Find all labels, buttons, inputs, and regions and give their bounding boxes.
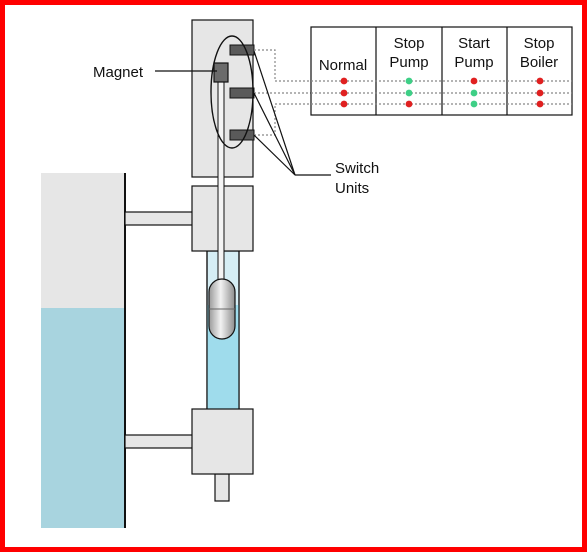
switch-leader-2	[253, 92, 296, 176]
link-top	[254, 49, 545, 82]
indicator-dot-green	[470, 89, 478, 97]
switch-leader-3	[253, 134, 296, 176]
indicator-dot-red	[470, 77, 478, 85]
indicator-dot-red	[536, 89, 544, 97]
indicator-dot-red	[340, 89, 348, 97]
upper-pipe	[124, 211, 194, 226]
switch-unit-middle	[229, 87, 255, 99]
indicator-dot-green	[470, 100, 478, 108]
switch-zone-ellipse	[210, 35, 254, 149]
col-header-stop-pump-2: Pump	[389, 54, 428, 71]
link-bottom	[254, 103, 545, 136]
switch-unit-bottom	[229, 129, 255, 141]
indicator-dot-green	[405, 89, 413, 97]
lower-pipe	[124, 434, 194, 449]
state-indicator-dots	[340, 77, 544, 108]
col-header-start-pump-1: Start	[458, 35, 491, 52]
indicator-dot-green	[405, 77, 413, 85]
col-header-stop-boiler-2: Boiler	[520, 54, 558, 71]
drain-pipe	[214, 473, 230, 502]
indicator-dot-red	[340, 100, 348, 108]
vessel-water	[41, 308, 125, 528]
col-header-start-pump-2: Pump	[454, 54, 493, 71]
switch-unit-top	[229, 44, 255, 56]
col-header-stop-boiler-1: Stop	[524, 35, 555, 52]
diagram-canvas: Magnet Switch Units Normal Stop Pump Sta…	[41, 19, 573, 528]
vessel-air	[41, 173, 125, 309]
indicator-dot-red	[340, 77, 348, 85]
lower-housing	[191, 408, 254, 475]
state-table: Normal Stop Pump Start Pump Stop Boiler	[310, 26, 573, 116]
col-header-stop-pump-1: Stop	[394, 35, 425, 52]
col-header-normal: Normal	[319, 57, 367, 74]
magnet	[213, 62, 229, 83]
float-rod	[217, 74, 225, 291]
indicator-dot-red	[536, 77, 544, 85]
indicator-dot-red	[405, 100, 413, 108]
switch-units-label-line1: Switch	[335, 160, 379, 177]
switch-units-label-line2: Units	[335, 180, 369, 197]
magnet-label: Magnet	[93, 64, 144, 81]
indicator-dot-red	[536, 100, 544, 108]
switch-leader-1	[253, 50, 296, 176]
